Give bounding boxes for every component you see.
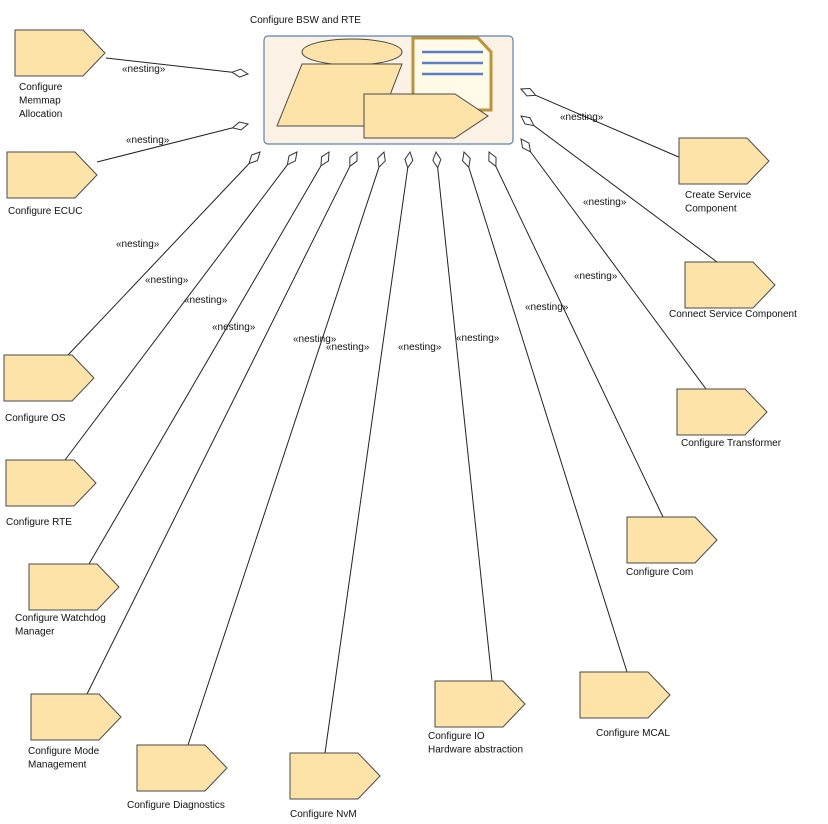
task-label-create: Component — [685, 204, 737, 215]
nesting-connector-com[interactable] — [495, 166, 664, 518]
connectors-layer: «nesting»«nesting»«nesting»«nesting»«nes… — [64, 57, 718, 754]
nesting-stereotype-label: «nesting» — [525, 302, 569, 313]
nesting-stereotype-label: «nesting» — [116, 239, 160, 250]
aggregation-diamond-mode — [349, 150, 358, 168]
task-label-rte: Configure RTE — [6, 517, 72, 528]
nesting-stereotype-label: «nesting» — [326, 342, 370, 353]
task-shape-io[interactable] — [434, 680, 526, 728]
task-shape-mode[interactable] — [30, 693, 122, 741]
task-label-memmap: Configure — [19, 82, 63, 93]
nesting-connector-os[interactable] — [67, 163, 250, 356]
aggregation-diamond-diag — [377, 150, 386, 169]
task-label-com: Configure Com — [626, 567, 693, 578]
aggregation-diamond-transformer — [520, 138, 532, 153]
aggregation-diamond-com — [488, 150, 497, 168]
aggregation-diamond-os — [248, 151, 261, 165]
task-shape-diag[interactable] — [136, 744, 228, 792]
parent-task-configure-bsw-and-rte[interactable]: Configure BSW and RTE — [250, 15, 514, 145]
nesting-stereotype-label: «nesting» — [398, 342, 442, 353]
task-shape-rte[interactable] — [5, 459, 97, 507]
task-label-nvm: Configure NvM — [290, 809, 357, 820]
aggregation-diamond-ecuc — [231, 121, 250, 131]
aggregation-diamond-watchdog — [320, 151, 330, 167]
nesting-stereotype-label: «nesting» — [126, 135, 170, 146]
nesting-connector-mode[interactable] — [86, 166, 351, 695]
nesting-stereotype-label: «nesting» — [583, 197, 627, 208]
nesting-connector-rte[interactable] — [64, 164, 288, 461]
nesting-stereotype-label: «nesting» — [184, 295, 228, 306]
task-label-transformer: Configure Transformer — [681, 438, 782, 449]
task-label-io: Hardware abstraction — [428, 745, 523, 756]
task-label-watchdog: Configure Watchdog — [15, 613, 106, 624]
task-shape-connect[interactable] — [684, 261, 776, 309]
task-label-mode: Configure Mode — [28, 746, 100, 757]
nesting-connector-io[interactable] — [437, 167, 493, 682]
nesting-connector-nvm[interactable] — [324, 167, 409, 754]
task-label-mcal: Configure MCAL — [596, 728, 670, 739]
task-shape-memmap[interactable] — [14, 29, 106, 77]
task-label-memmap: Memmap — [19, 96, 61, 107]
nesting-stereotype-label: «nesting» — [560, 112, 604, 123]
task-shape-nvm[interactable] — [289, 752, 381, 800]
nesting-stereotype-label: «nesting» — [212, 322, 256, 333]
nesting-stereotype-label: «nesting» — [456, 333, 500, 344]
aggregation-diamond-create — [519, 87, 537, 97]
task-shape-ecuc[interactable] — [6, 151, 98, 199]
nesting-stereotype-label: «nesting» — [293, 334, 337, 345]
nesting-stereotype-label: «nesting» — [122, 64, 166, 75]
task-shape-os[interactable] — [3, 354, 95, 402]
aggregation-diamond-mcal — [462, 150, 471, 169]
task-label-mode: Management — [28, 760, 87, 771]
nesting-connector-watchdog[interactable] — [88, 165, 322, 565]
task-label-io: Configure IO — [428, 731, 485, 742]
task-shape-create[interactable] — [678, 137, 770, 185]
task-label-memmap: Allocation — [19, 109, 62, 120]
aggregation-diamond-memmap — [230, 68, 250, 78]
task-shape-transformer[interactable] — [676, 388, 768, 436]
task-label-os: Configure OS — [5, 413, 66, 424]
nesting-stereotype-label: «nesting» — [574, 271, 618, 282]
nesting-connector-ecuc[interactable] — [96, 127, 233, 163]
task-label-watchdog: Manager — [15, 627, 55, 638]
task-label-diag: Configure Diagnostics — [127, 800, 225, 811]
task-shape-watchdog[interactable] — [28, 563, 120, 611]
nesting-connector-memmap[interactable] — [105, 57, 233, 73]
task-label-connect: Connect Service Component — [669, 309, 797, 320]
nesting-connector-mcal[interactable] — [468, 167, 628, 673]
nesting-connector-transformer[interactable] — [530, 151, 707, 390]
task-label-ecuc: Configure ECUC — [8, 206, 82, 217]
nesting-stereotype-label: «nesting» — [145, 275, 189, 286]
task-shape-com[interactable] — [626, 516, 718, 564]
task-label-create: Create Service — [685, 190, 752, 201]
nesting-connector-diag[interactable] — [187, 167, 380, 746]
task-shape-mcal[interactable] — [579, 671, 671, 719]
composite-icon — [276, 36, 493, 139]
aggregation-diamond-rte — [286, 151, 298, 166]
nesting-connector-connect[interactable] — [533, 125, 718, 263]
parent-task-title: Configure BSW and RTE — [250, 15, 361, 26]
aggregation-diamond-nvm — [404, 150, 414, 169]
nesting-connector-create[interactable] — [535, 94, 682, 159]
aggregation-diamond-connect — [520, 115, 535, 127]
aggregation-diamond-io — [432, 150, 442, 170]
